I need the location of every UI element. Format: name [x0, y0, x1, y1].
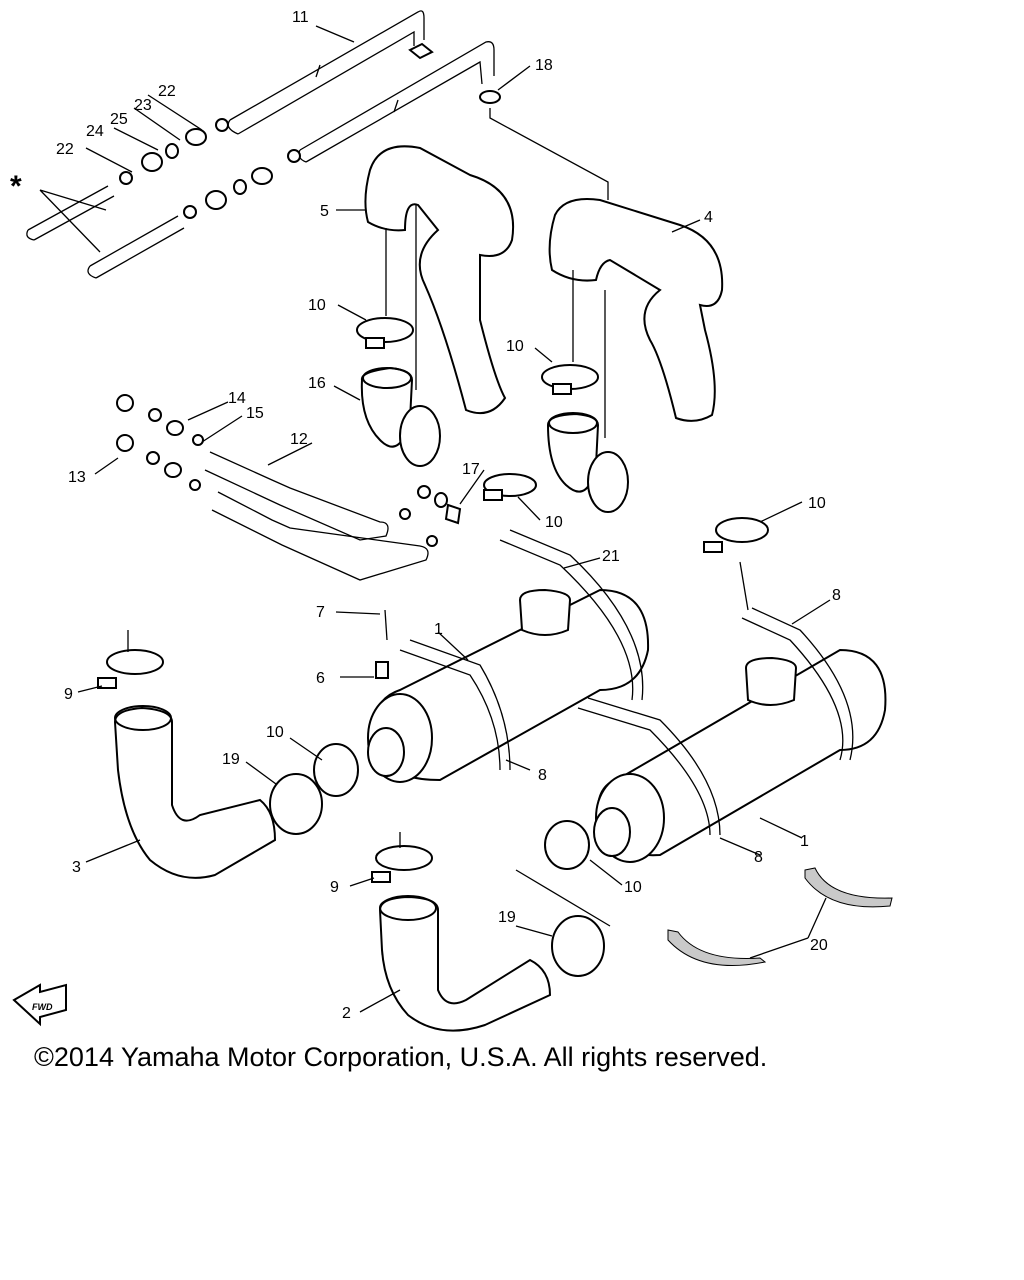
- callout-13: 13: [68, 469, 86, 486]
- callout-18: 18: [535, 57, 553, 74]
- callout-21: 21: [602, 548, 620, 565]
- callout-5: 5: [320, 203, 329, 220]
- callout-1-b: 1: [800, 833, 809, 850]
- callout-8-b: 8: [538, 767, 547, 784]
- callout-labels: 11 18 22 23 25 24 22 * 5 4 10 10 16 14 1…: [10, 9, 841, 1022]
- callout-16: 16: [308, 375, 326, 392]
- muffler-right: [593, 648, 887, 863]
- callout-20: 20: [810, 937, 828, 954]
- callout-10-c: 10: [808, 495, 826, 512]
- exhaust-pipe-4: [548, 198, 724, 422]
- exhaust-parts-diagram: FWD 11 18 22 23 25 24 22 * 5 4 10 10 16 …: [10, 9, 893, 1032]
- callout-24: 24: [86, 123, 104, 140]
- callout-10-d: 10: [545, 514, 563, 531]
- callout-7: 7: [316, 604, 325, 621]
- copyright-notice: ©2014 Yamaha Motor Corporation, U.S.A. A…: [34, 1042, 768, 1072]
- fwd-arrow-icon: FWD: [12, 983, 67, 1027]
- callout-8-a: 8: [832, 587, 841, 604]
- callout-2: 2: [342, 1005, 351, 1022]
- leader-lines: [39, 25, 831, 1013]
- callout-22-top: 22: [158, 83, 176, 100]
- callout-1-a: 1: [434, 621, 443, 638]
- callout-asterisk: *: [10, 170, 22, 203]
- callout-9-b: 9: [330, 879, 339, 896]
- callout-19-a: 19: [222, 751, 240, 768]
- callout-3: 3: [72, 859, 81, 876]
- callout-23: 23: [134, 97, 152, 114]
- callout-10-a: 10: [308, 297, 326, 314]
- callout-11: 11: [292, 9, 309, 26]
- clamps-and-elbows: [356, 205, 769, 553]
- fwd-label: FWD: [32, 1002, 53, 1012]
- rubber-strips-20: [667, 867, 893, 967]
- muffler-left: [367, 588, 650, 783]
- callout-8-c: 8: [754, 849, 763, 866]
- callout-17: 17: [462, 461, 480, 478]
- callout-10-e: 10: [266, 724, 284, 741]
- callout-14: 14: [228, 390, 246, 407]
- callout-6: 6: [316, 670, 325, 687]
- exhaust-pipe-5: [364, 145, 515, 414]
- drain-hoses-12: [116, 394, 462, 581]
- pipe-3: [97, 649, 359, 879]
- callout-22-left: 22: [56, 141, 74, 158]
- muffler-bands: [375, 529, 854, 836]
- callout-9-a: 9: [64, 686, 73, 703]
- water-hose-assembly: [26, 10, 501, 279]
- callout-19-b: 19: [498, 909, 516, 926]
- callout-10-f: 10: [624, 879, 642, 896]
- callout-10-b: 10: [506, 338, 524, 355]
- pipe-2: [371, 820, 605, 1032]
- callout-12: 12: [290, 431, 308, 448]
- callout-4: 4: [704, 209, 713, 226]
- callout-25: 25: [110, 111, 128, 128]
- callout-15: 15: [246, 405, 264, 422]
